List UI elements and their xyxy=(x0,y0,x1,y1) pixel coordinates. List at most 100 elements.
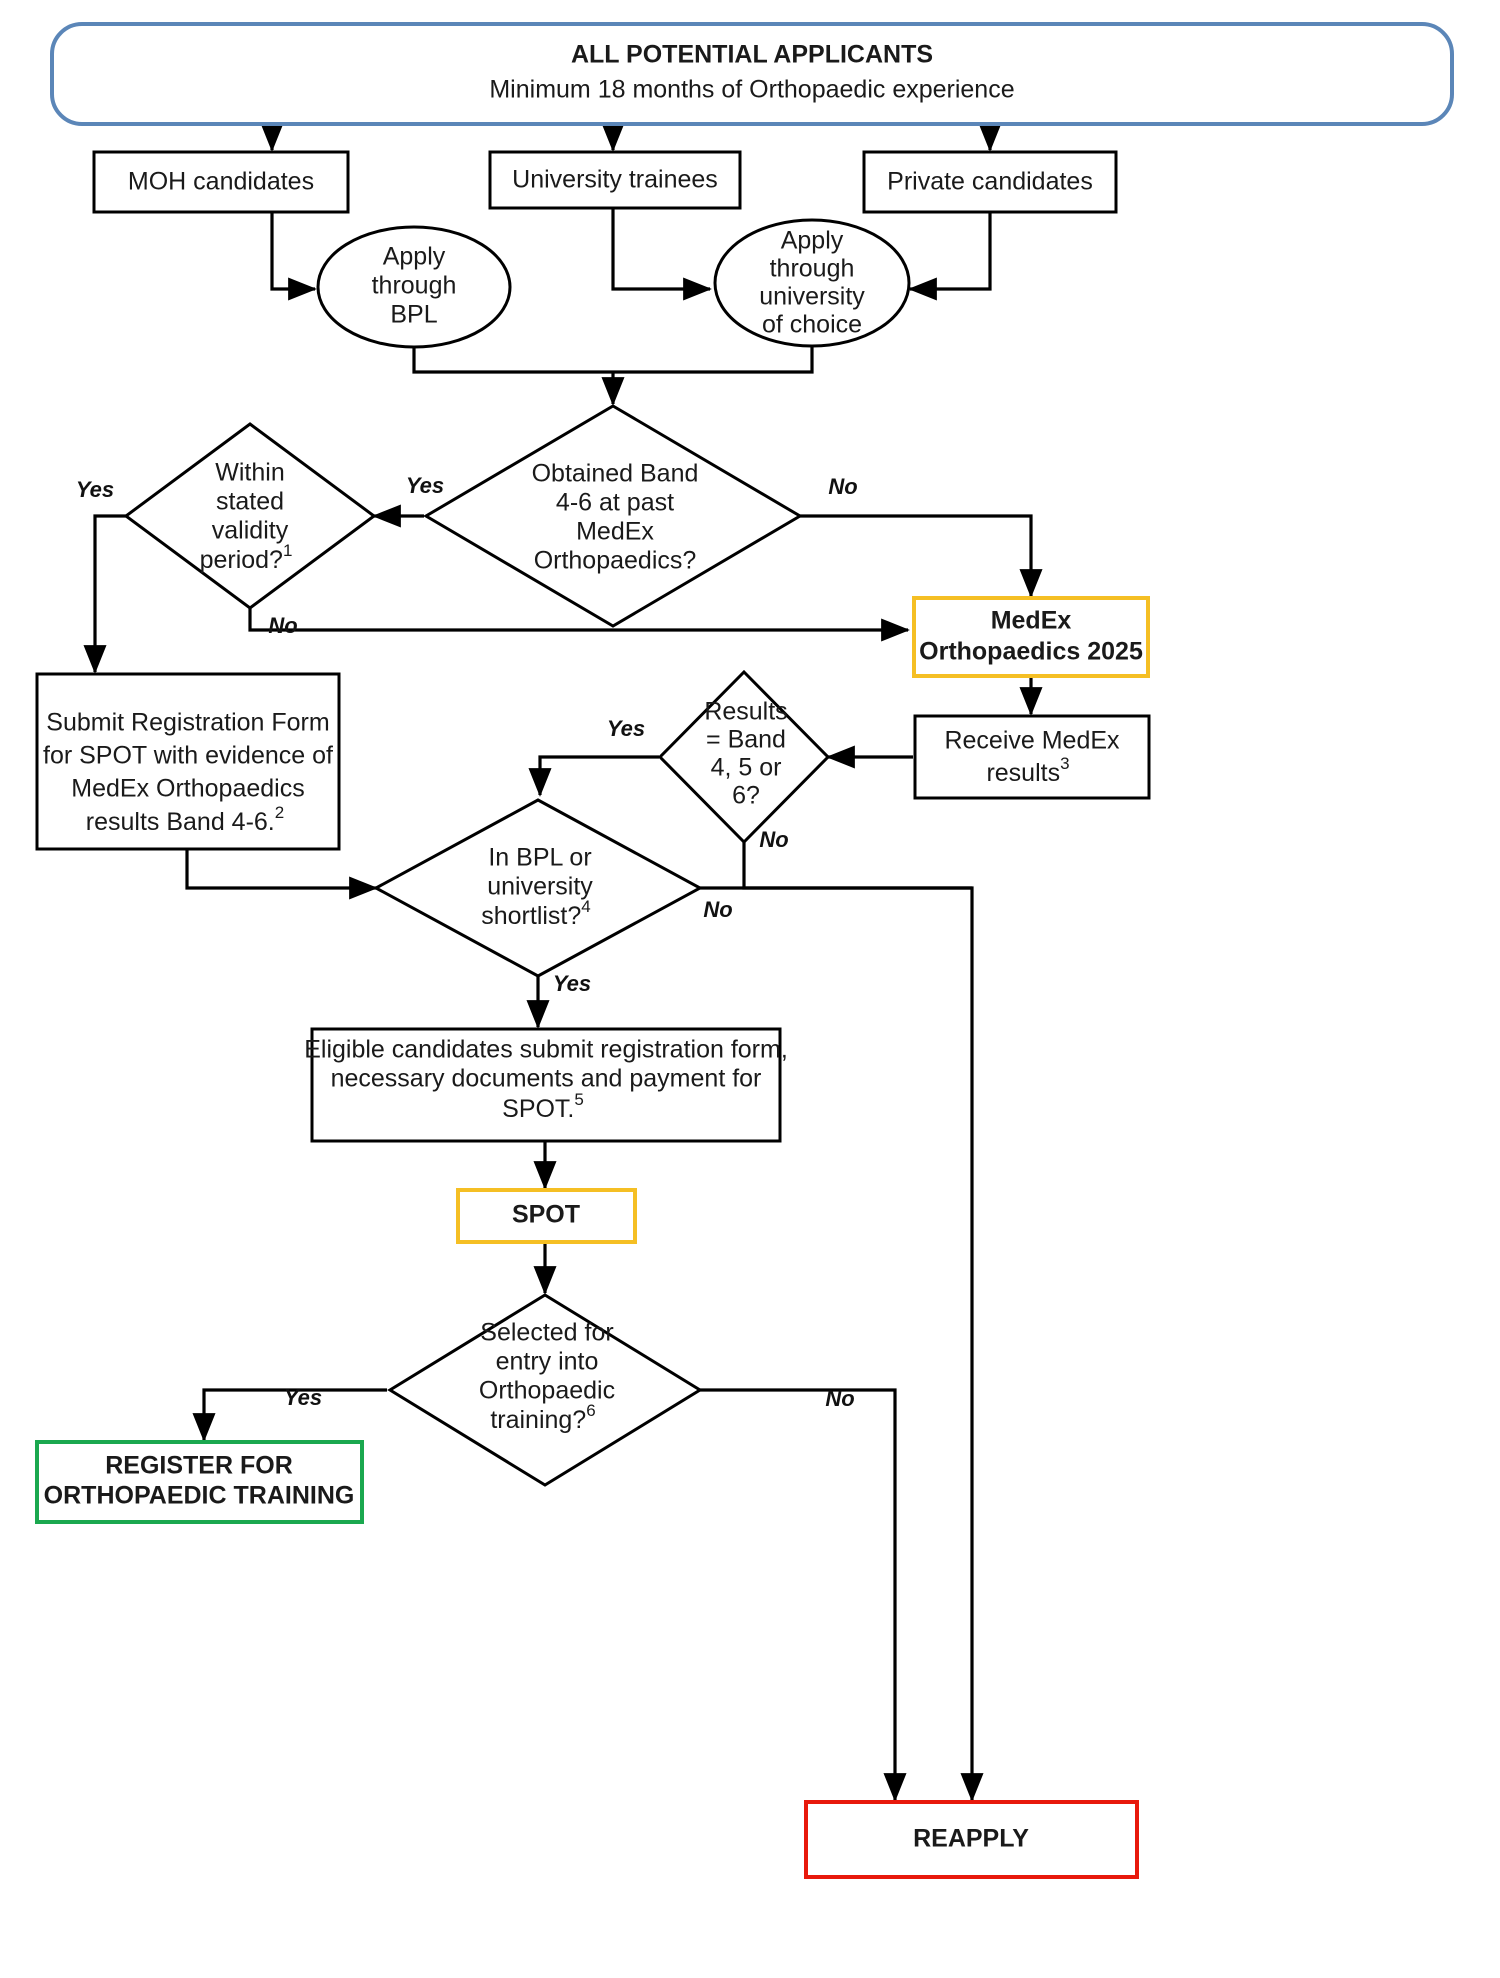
connector-university-to-applyuni xyxy=(611,208,712,301)
submit-line1: Submit Registration Form xyxy=(46,709,329,737)
connector-ellipses-merge xyxy=(412,343,814,374)
node-submit-registration-form[interactable]: Submit Registration Form for SPOT with e… xyxy=(35,672,341,851)
node-results-band-decision[interactable]: Results = Band 4, 5 or 6? xyxy=(657,669,831,845)
edge-label-validity-no: No xyxy=(268,613,297,638)
connector-moh-to-bpl xyxy=(270,212,317,301)
selected-line4: training? xyxy=(490,1406,586,1434)
submit-line2: for SPOT with evidence of xyxy=(43,742,333,770)
spot-label: SPOT xyxy=(512,1201,580,1229)
svg-text:results3: results3 xyxy=(986,754,1069,787)
node-moh-candidates[interactable]: MOH candidates xyxy=(92,150,350,214)
node-university-trainees[interactable]: University trainees xyxy=(488,150,742,210)
node-apply-through-bpl[interactable]: Apply through BPL xyxy=(316,225,512,349)
svg-text:results Band 4-6.2: results Band 4-6.2 xyxy=(86,803,284,836)
eligible-line2: necessary documents and payment for xyxy=(331,1065,762,1093)
private-candidates-label: Private candidates xyxy=(887,168,1093,196)
node-validity-period-decision[interactable]: Within stated validity period?1 xyxy=(123,422,377,610)
start-subtitle: Minimum 18 months of Orthopaedic experie… xyxy=(489,76,1014,104)
submit-line4: results Band 4-6. xyxy=(86,808,275,836)
svg-text:training?6: training?6 xyxy=(490,1401,595,1434)
connector-selected-no xyxy=(700,1388,907,1802)
validity-line1: Within xyxy=(215,459,284,487)
connectors xyxy=(83,123,1043,1802)
university-trainees-shape xyxy=(488,150,742,210)
edge-label-selected-yes: Yes xyxy=(284,1385,322,1410)
reapply-label: REAPPLY xyxy=(913,1825,1029,1853)
edge-label-obtainedband-yes: Yes xyxy=(406,473,444,498)
shortlist-line3: shortlist? xyxy=(481,902,581,930)
start-title: ALL POTENTIAL APPLICANTS xyxy=(571,41,933,69)
apply-university-line4: of choice xyxy=(762,311,862,339)
validity-line3: validity xyxy=(212,517,289,545)
obtained-band-line2: 4-6 at past xyxy=(556,489,674,517)
connector-submit-to-shortlist xyxy=(185,849,378,900)
connector-obtainedband-no xyxy=(800,514,1043,598)
node-apply-through-university[interactable]: Apply through university of choice xyxy=(713,218,911,348)
node-selected-entry-decision[interactable]: Selected for entry into Orthopaedic trai… xyxy=(387,1293,703,1487)
validity-footnote: 1 xyxy=(283,541,292,560)
validity-period-shape xyxy=(123,422,377,610)
svg-text:shortlist?4: shortlist?4 xyxy=(481,897,591,930)
receive-footnote: 3 xyxy=(1060,754,1069,773)
node-all-potential-applicants[interactable]: ALL POTENTIAL APPLICANTS Minimum 18 mont… xyxy=(50,22,1454,126)
submit-line3: MedEx Orthopaedics xyxy=(71,775,304,803)
connector-resultsband-no xyxy=(742,828,984,1802)
apply-bpl-line3: BPL xyxy=(390,301,437,329)
obtained-band-line3: MedEx xyxy=(576,518,654,546)
edge-label-shortlist-yes: Yes xyxy=(553,971,591,996)
medex-2025-shape xyxy=(912,596,1150,678)
node-reapply[interactable]: REAPPLY xyxy=(804,1800,1139,1879)
reapply-shape xyxy=(804,1800,1139,1879)
apply-university-line2: through xyxy=(770,255,855,283)
eligible-submit-shape xyxy=(310,1027,782,1143)
apply-bpl-line1: Apply xyxy=(383,243,446,271)
svg-text:period?1: period?1 xyxy=(200,541,293,574)
submit-footnote: 2 xyxy=(275,803,284,822)
register-line2: ORTHOPAEDIC TRAINING xyxy=(44,1482,355,1510)
apply-bpl-shape xyxy=(316,225,512,349)
node-register-for-training[interactable]: REGISTER FOR ORTHOPAEDIC TRAINING xyxy=(35,1440,364,1524)
receive-line1: Receive MedEx xyxy=(944,727,1120,755)
obtained-band-line4: Orthopaedics? xyxy=(534,547,697,575)
shortlist-line1: In BPL or xyxy=(488,844,591,872)
shortlist-shape xyxy=(372,798,704,978)
shortlist-line2: university xyxy=(487,873,593,901)
selected-line3: Orthopaedic xyxy=(479,1377,615,1405)
eligible-line3: SPOT. xyxy=(502,1095,574,1123)
connector-selected-yes xyxy=(192,1388,387,1442)
submit-registration-shape xyxy=(35,672,341,851)
edge-label-resultsband-no: No xyxy=(759,827,788,852)
node-medex-orthopaedics-2025[interactable]: MedEx Orthopaedics 2025 xyxy=(912,596,1150,678)
eligible-line1: Eligible candidates submit registration … xyxy=(304,1036,788,1064)
edge-label-obtainedband-no: No xyxy=(828,474,857,499)
connector-private-to-applyuni xyxy=(908,212,992,301)
edge-label-shortlist-no: No xyxy=(703,897,732,922)
results-band-line3: 4, 5 or xyxy=(711,754,782,782)
node-private-candidates[interactable]: Private candidates xyxy=(862,150,1118,214)
selected-line1: Selected for xyxy=(480,1319,613,1347)
validity-line2: stated xyxy=(216,488,284,516)
connector-resultsband-yes xyxy=(528,755,659,797)
apply-university-line3: university xyxy=(759,283,865,311)
receive-line2: results xyxy=(986,759,1060,787)
moh-candidates-label: MOH candidates xyxy=(128,168,314,196)
node-eligible-candidates-submit[interactable]: Eligible candidates submit registration … xyxy=(304,1027,788,1143)
node-obtained-band-decision[interactable]: Obtained Band 4-6 at past MedEx Orthopae… xyxy=(423,404,803,628)
node-shortlist-decision[interactable]: In BPL or university shortlist?4 xyxy=(372,798,704,978)
selected-footnote: 6 xyxy=(586,1401,595,1420)
obtained-band-shape xyxy=(423,404,803,628)
selected-line2: entry into xyxy=(496,1348,599,1376)
node-receive-medex-results[interactable]: Receive MedEx results3 xyxy=(913,714,1151,800)
edge-labels: Yes No Yes No Yes No No Yes Yes No xyxy=(76,473,858,1411)
results-band-line2: = Band xyxy=(706,726,786,754)
results-band-line4: 6? xyxy=(732,782,760,810)
connector-validity-yes xyxy=(83,514,126,674)
node-spot[interactable]: SPOT xyxy=(456,1188,637,1244)
connector-validity-no xyxy=(248,608,910,642)
private-candidates-shape xyxy=(862,150,1118,214)
edge-label-selected-no: No xyxy=(825,1386,854,1411)
apply-university-shape xyxy=(713,218,911,348)
obtained-band-line1: Obtained Band xyxy=(532,460,699,488)
